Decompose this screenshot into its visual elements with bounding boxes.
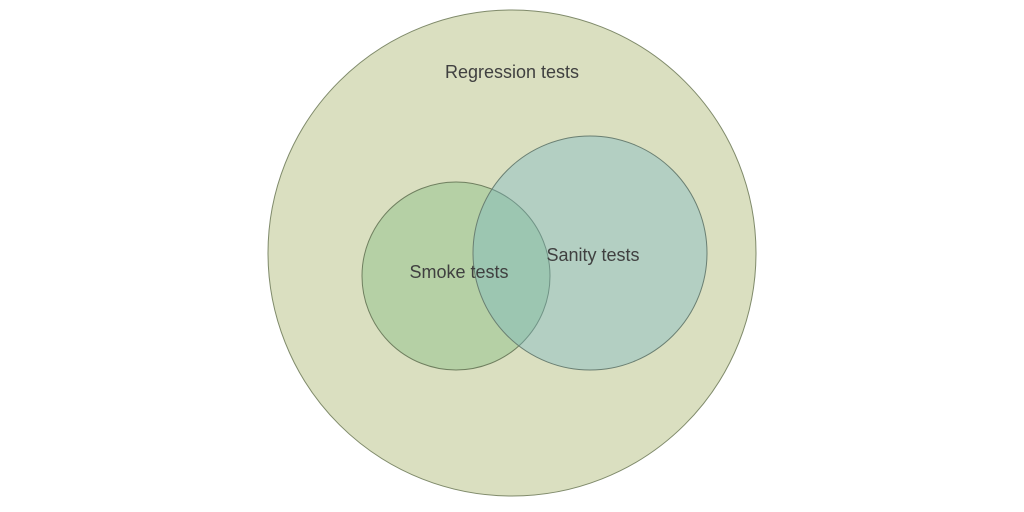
smoke-tests-label: Smoke tests bbox=[409, 262, 508, 282]
regression-tests-label: Regression tests bbox=[445, 62, 579, 82]
sanity-tests-circle bbox=[472, 135, 708, 371]
sanity-tests-label: Sanity tests bbox=[546, 245, 639, 265]
smoke-tests-circle bbox=[361, 181, 551, 371]
